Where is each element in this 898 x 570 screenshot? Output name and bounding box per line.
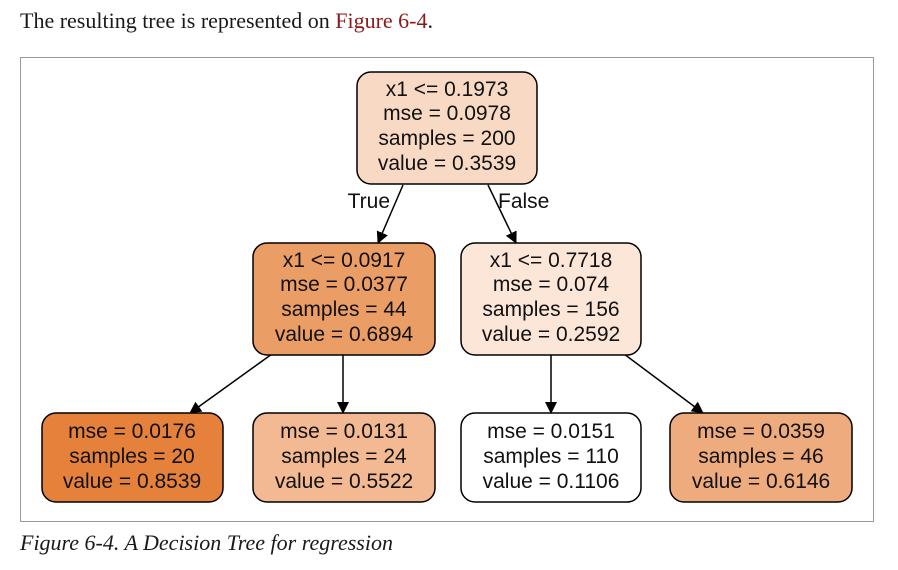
samples-count: samples = 110: [483, 445, 619, 468]
edge-left-leafll: [189, 353, 273, 414]
mse-value: mse = 0.0978: [383, 102, 511, 125]
predicted-value: value = 0.3539: [378, 152, 516, 175]
tree-leaf-left-left: mse = 0.0176 samples = 20 value = 0.8539: [41, 412, 224, 503]
samples-count: samples = 20: [69, 445, 195, 468]
mse-value: mse = 0.0151: [487, 420, 615, 443]
node-box: [356, 71, 538, 185]
predicted-value: value = 0.1106: [483, 470, 620, 493]
node-box: [41, 412, 224, 503]
edge-label-false: False: [498, 190, 549, 213]
split-condition: x1 <= 0.1973: [386, 78, 509, 101]
mse-value: mse = 0.0377: [280, 273, 408, 296]
samples-count: samples = 46: [698, 445, 824, 468]
node-box: [669, 412, 853, 503]
predicted-value: value = 0.8539: [63, 470, 201, 493]
tree-leaf-left-right: mse = 0.0131 samples = 24 value = 0.5522: [252, 412, 436, 503]
predicted-value: value = 0.6894: [275, 323, 414, 346]
node-box: [252, 412, 436, 503]
predicted-value: value = 0.2592: [482, 323, 620, 346]
figure-reference-link[interactable]: Figure 6-4: [335, 8, 428, 33]
samples-count: samples = 24: [281, 445, 407, 468]
tree-node-right: x1 <= 0.7718 mse = 0.074 samples = 156 v…: [460, 242, 642, 356]
intro-sentence: The resulting tree is represented on Fig…: [20, 8, 433, 34]
predicted-value: value = 0.5522: [275, 470, 413, 493]
tree-node-left: x1 <= 0.0917 mse = 0.0377 samples = 44 v…: [252, 242, 436, 356]
figure-caption: Figure 6-4. A Decision Tree for regressi…: [20, 530, 393, 555]
node-box: [252, 242, 436, 356]
edge-root-right: [487, 184, 517, 244]
samples-count: samples = 156: [482, 298, 619, 321]
node-box: [460, 412, 642, 503]
mse-value: mse = 0.0176: [68, 420, 196, 443]
mse-value: mse = 0.0359: [697, 420, 825, 443]
mse-value: mse = 0.074: [493, 273, 609, 296]
mse-value: mse = 0.0131: [280, 420, 408, 443]
edge-label-true: True: [348, 190, 390, 213]
tree-node-root: x1 <= 0.1973 mse = 0.0978 samples = 200 …: [356, 71, 538, 185]
node-box: [460, 242, 642, 356]
predicted-value: value = 0.6146: [692, 470, 830, 493]
samples-count: samples = 44: [281, 298, 407, 321]
edge-right-leafrr: [623, 353, 704, 414]
tree-leaf-right-left: mse = 0.0151 samples = 110 value = 0.110…: [460, 412, 642, 503]
split-condition: x1 <= 0.0917: [283, 249, 406, 272]
split-condition: x1 <= 0.7718: [490, 249, 613, 272]
intro-prefix: The resulting tree is represented on: [20, 8, 336, 33]
intro-suffix: .: [427, 8, 433, 33]
edge-root-left: [376, 184, 404, 244]
figure-frame: [20, 57, 874, 522]
samples-count: samples = 200: [378, 127, 515, 150]
tree-leaf-right-right: mse = 0.0359 samples = 46 value = 0.6146: [669, 412, 853, 503]
